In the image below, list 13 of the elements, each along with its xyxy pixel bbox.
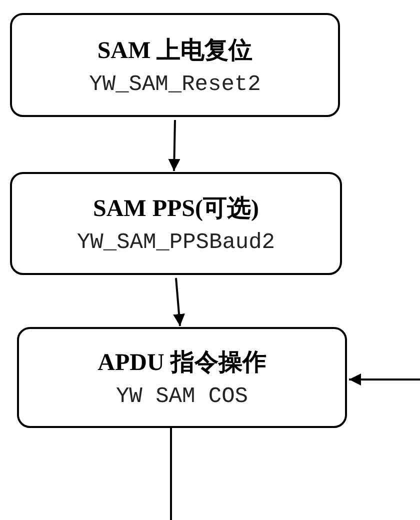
- process-box: [17, 327, 347, 428]
- arrow: [349, 374, 420, 386]
- step-title: SAM 上电复位: [97, 36, 253, 66]
- function-name: YW_SAM_Reset2: [89, 72, 261, 96]
- function-name: YW_SAM_PPSBaud2: [76, 230, 276, 255]
- connector-line: [170, 428, 172, 520]
- step-title: APDU 指令操作: [98, 349, 266, 378]
- process-box: [10, 13, 340, 117]
- process-box: [10, 172, 342, 275]
- step-title: SAM PPS(可选): [93, 194, 259, 224]
- function-name: YW SAM COS: [116, 384, 248, 409]
- arrow: [173, 278, 185, 326]
- arrow: [168, 120, 180, 172]
